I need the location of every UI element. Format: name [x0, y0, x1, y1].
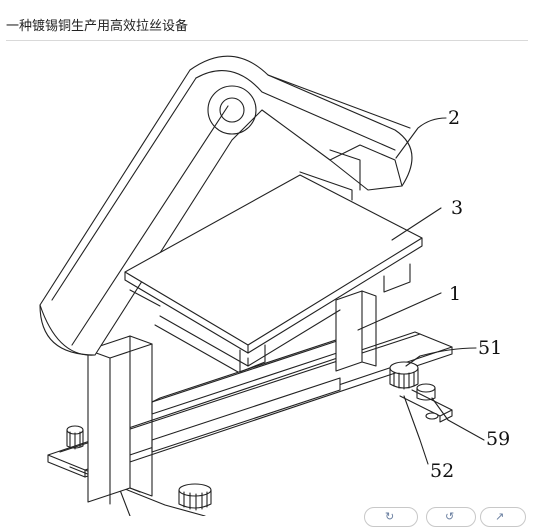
- rotate-button[interactable]: ↻: [364, 507, 418, 527]
- leader-lines: [357, 117, 485, 465]
- right-column: [335, 290, 377, 372]
- left-column: [87, 335, 153, 505]
- callout-59: 59: [486, 428, 510, 450]
- refresh-button[interactable]: ↺: [426, 507, 476, 527]
- title-divider: [6, 40, 528, 41]
- knob-left-front: [178, 483, 212, 511]
- patent-drawing: 2 3 1 51 59 52: [39, 55, 510, 516]
- title-bar: 一种镀锡铜生产用高效拉丝设备: [0, 0, 540, 41]
- share-icon: ↗: [495, 510, 505, 523]
- rotate-icon: ↻: [385, 510, 395, 523]
- callout-51: 51: [478, 337, 502, 359]
- callout-1: 1: [449, 283, 461, 305]
- work-plate: [124, 174, 423, 373]
- share-button[interactable]: ↗: [480, 507, 526, 527]
- callout-2: 2: [448, 107, 460, 129]
- knob-left-rear: [66, 425, 84, 450]
- callout-3: 3: [451, 197, 463, 219]
- belt-arm: [39, 55, 413, 356]
- knob-assembly-right: [389, 361, 453, 423]
- page-title: 一种镀锡铜生产用高效拉丝设备: [6, 19, 189, 34]
- callout-52: 52: [430, 460, 454, 482]
- refresh-icon: ↺: [445, 510, 455, 523]
